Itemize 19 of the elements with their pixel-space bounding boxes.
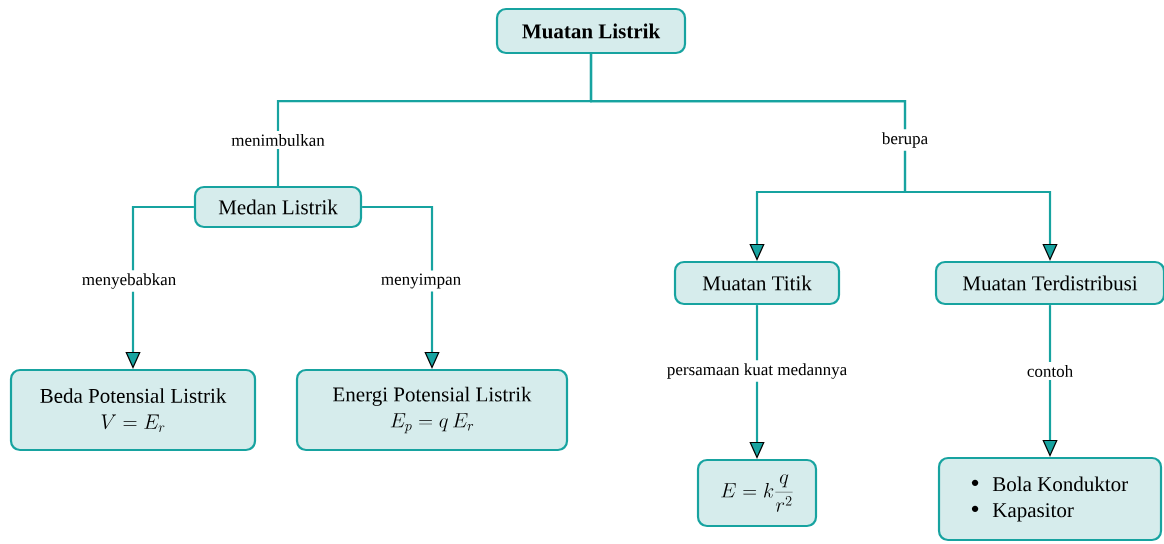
edge-label: menyimpan	[377, 270, 465, 292]
concept-box: Muatan Terdistribusi	[934, 260, 1164, 306]
arrow	[589, 54, 1058, 261]
arrow	[1042, 305, 1058, 457]
edge-label: berupa	[878, 129, 932, 151]
arrow	[749, 305, 765, 459]
arrow	[362, 205, 440, 369]
concept-box: $E = k\frac{q}{r^2}$	[696, 458, 818, 528]
concept-box: Beda Potensial Listrik $V = E_r$	[9, 368, 257, 452]
arrow	[125, 205, 194, 369]
concept-box: Bola Konduktor Kapasitor	[937, 456, 1163, 542]
edge-label: contoh	[1023, 362, 1077, 380]
concept-box: Muatan Listrik	[495, 7, 687, 55]
edge-label: persamaan kuat medannya	[663, 360, 851, 382]
concept-box: Energi Potensial Listrik $E_p = q\,E_r$	[295, 368, 569, 452]
edge-label: menimbulkan	[228, 131, 328, 149]
concept-box: Muatan Titik	[673, 260, 841, 306]
edge-label: menyebabkan	[78, 270, 180, 292]
concept-box: Medan Listrik	[193, 185, 363, 229]
